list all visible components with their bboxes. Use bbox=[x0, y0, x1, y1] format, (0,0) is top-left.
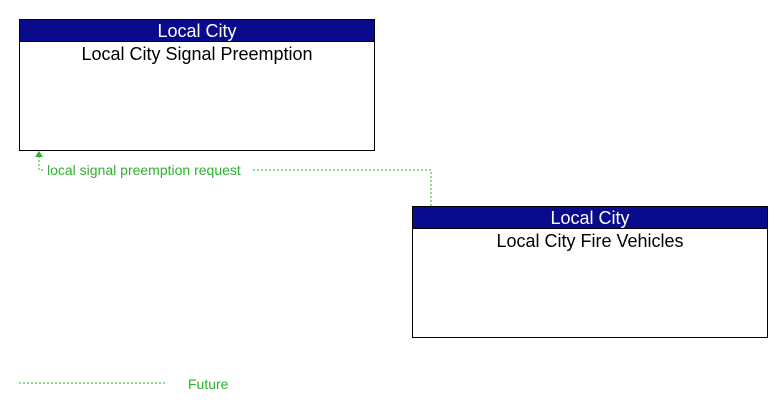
flow-label-background bbox=[45, 162, 253, 178]
flow-arrowhead-icon bbox=[35, 151, 43, 157]
element-owner-label: Local City bbox=[413, 207, 767, 229]
flow-label-local-signal-preemption-request: local signal preemption request bbox=[47, 162, 241, 178]
element-owner-label: Local City bbox=[20, 20, 374, 42]
element-local-city-signal-preemption[interactable]: Local City Local City Signal Preemption bbox=[19, 19, 375, 151]
element-name-label: Local City Signal Preemption bbox=[81, 44, 313, 64]
legend-future-label: Future bbox=[188, 376, 229, 392]
element-name-label: Local City Fire Vehicles bbox=[496, 231, 684, 251]
element-local-city-fire-vehicles[interactable]: Local City Local City Fire Vehicles bbox=[412, 206, 768, 338]
